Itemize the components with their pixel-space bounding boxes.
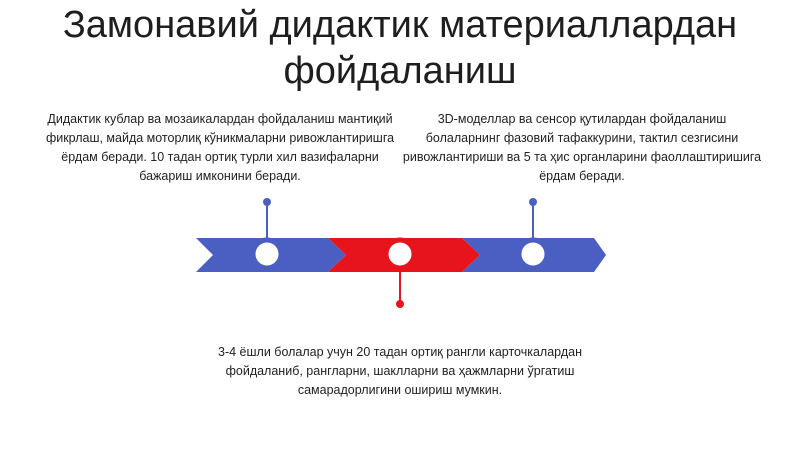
page-title: Замонавий дидактик материаллардан фойдал… — [0, 2, 800, 94]
item-2-milestone — [383, 237, 417, 271]
item-3-milestone — [516, 237, 550, 271]
title-line-2: фойдаланиш — [283, 50, 517, 92]
item-3-description: 3D-моделлар ва сенсор қутилардан фойдала… — [402, 112, 762, 183]
item-1-description: Дидактик кублар ва мозаикалардан фойдала… — [45, 112, 395, 183]
item-3-connector-dot — [529, 198, 537, 206]
item-1-milestone — [250, 237, 284, 271]
item-1-connector-dot — [263, 198, 271, 206]
item-2-connector-dot — [396, 300, 404, 308]
title-line-1: Замонавий дидактик материаллардан — [62, 4, 738, 46]
item-2-description: 3-4 ёшли болалар учун 20 тадан ортиқ ран… — [218, 345, 582, 397]
